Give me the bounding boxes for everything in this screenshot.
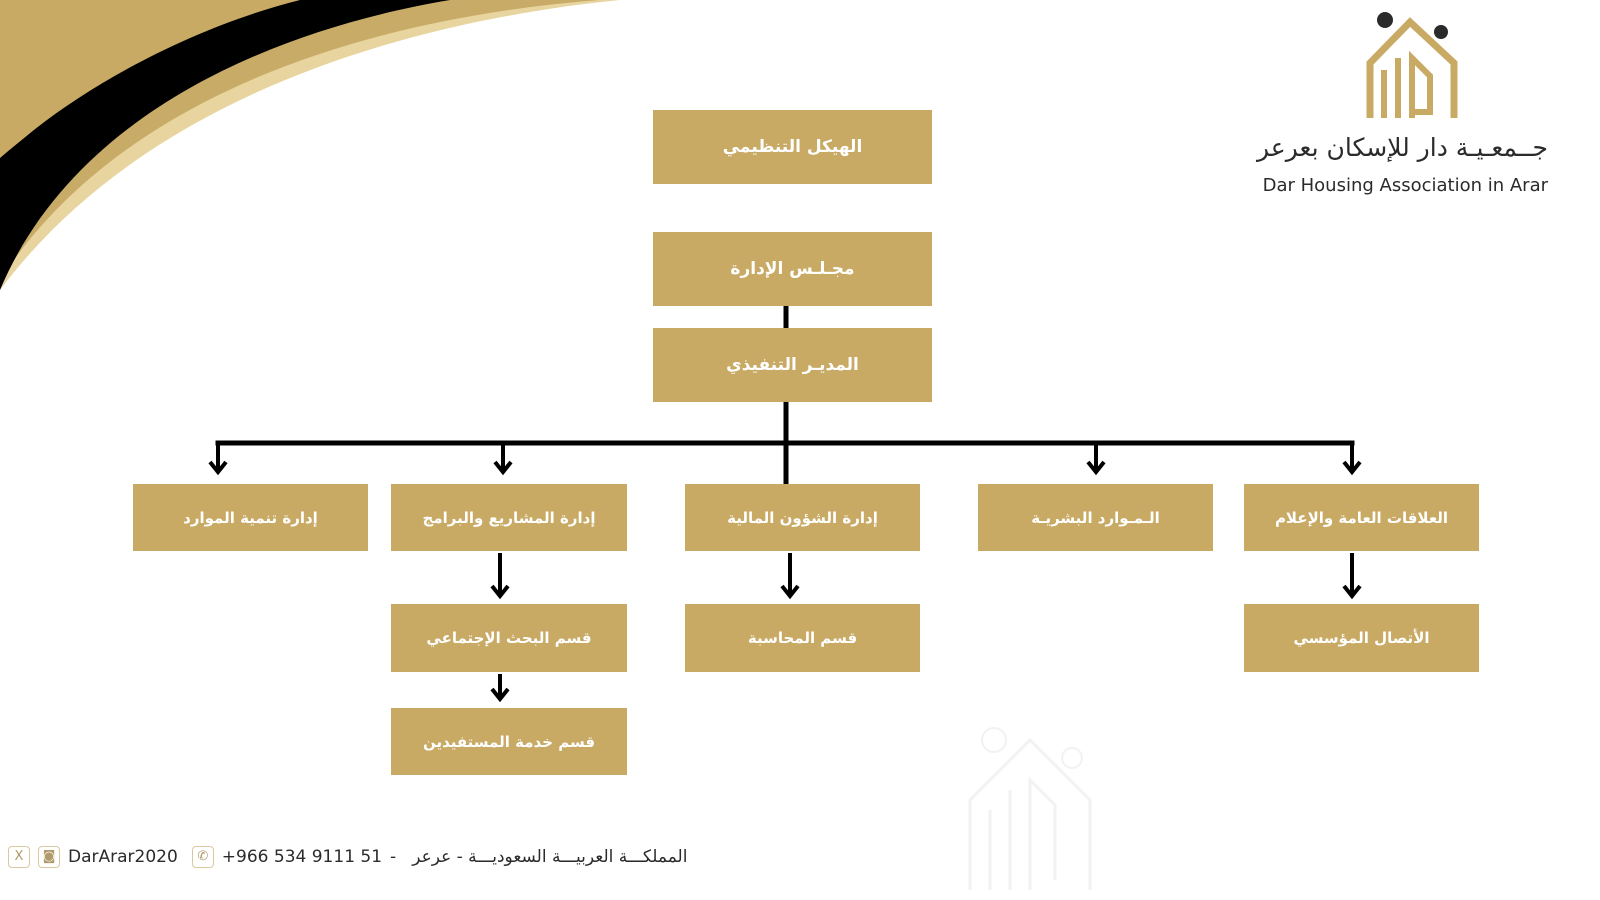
arrow-to-hr xyxy=(1086,443,1106,476)
phone-number: +966 534 9111 51 xyxy=(221,847,383,867)
association-logo: جــمعـيـة دار للإسكان بعرعر Dar Housing … xyxy=(1232,8,1562,208)
section-social-research: قسم البحث الإجتماعي xyxy=(391,604,627,672)
dept-finance: إدارة الشؤون المالية xyxy=(685,484,920,551)
arrow-to-resources-dev xyxy=(208,443,228,476)
separator: - xyxy=(390,847,397,867)
arrow-to-beneficiary xyxy=(490,674,510,703)
house-logo-icon xyxy=(1366,12,1458,118)
arrow-to-accounting xyxy=(780,553,800,600)
phone-icon: ✆ xyxy=(191,846,214,868)
executive-director-box: المديـر التنفيذي xyxy=(653,328,932,402)
logo-english-name: Dar Housing Association in Arar xyxy=(1262,175,1548,196)
board-box: مجـلـس الإدارة xyxy=(653,232,932,306)
arrow-to-corporate-comm xyxy=(1342,553,1362,600)
logo-arabic-name: جــمعـيـة دار للإسكان بعرعر xyxy=(1257,133,1548,162)
arrow-to-pr xyxy=(1342,443,1362,476)
decorative-swoosh xyxy=(0,0,620,290)
arrow-to-projects xyxy=(493,443,513,476)
address: المملكـــة العربيـــة السعوديـــة - عرعر xyxy=(412,847,688,867)
chart-title-box: الهيكل التنظيمي xyxy=(653,110,932,184)
footer-contact: X ◙ DarArar2020 ✆ +966 534 9111 51 - الم… xyxy=(8,845,687,869)
dept-human-resources: الـمـوارد البشريـة xyxy=(978,484,1213,551)
watermark-logo-icon xyxy=(968,727,1092,890)
section-corporate-communication: الأتصال المؤسسي xyxy=(1244,604,1479,672)
social-handle: DarArar2020 xyxy=(68,847,178,867)
dept-public-relations: العلاقات العامة والإعلام xyxy=(1244,484,1479,551)
arrow-to-social-research xyxy=(490,553,510,600)
instagram-icon[interactable]: ◙ xyxy=(38,846,60,868)
dept-projects-programs: إدارة المشاريع والبرامج xyxy=(391,484,627,551)
x-icon[interactable]: X xyxy=(8,846,30,868)
section-accounting: قسم المحاسبة xyxy=(685,604,920,672)
dept-resource-development: إدارة تنمية الموارد xyxy=(133,484,368,551)
section-beneficiary-service: قسم خدمة المستفيدين xyxy=(391,708,627,775)
